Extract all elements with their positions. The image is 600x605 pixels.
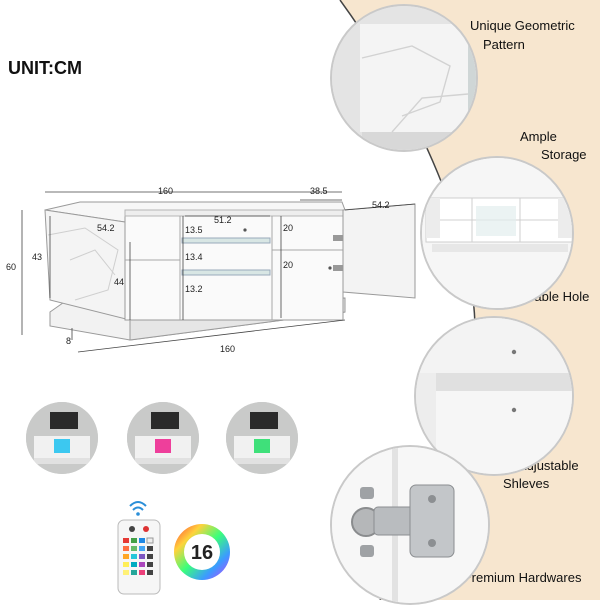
dim-door-height: 44 [114, 277, 125, 287]
led-color-count: 16 [191, 542, 213, 564]
dim-right-shelf-1: 20 [283, 223, 294, 233]
dim-cabinet-height: 43 [32, 252, 43, 262]
feature-hardware: Premium Hardwares [463, 570, 582, 585]
dim-top-depth: 38.5 [310, 186, 328, 196]
tv-stand-diagram [21, 191, 416, 353]
led-thumbnail-pink [127, 402, 199, 474]
dim-center-width: 51.2 [214, 215, 232, 225]
feature-storage-line1: Ample [520, 129, 557, 144]
dim-shelf-2: 13.4 [185, 252, 203, 262]
unit-label: UNIT:CM [8, 58, 82, 78]
geometric-pattern-closeup [330, 4, 478, 152]
dim-left-door-width: 54.2 [97, 223, 115, 233]
dim-total-height: 60 [6, 262, 17, 272]
feature-shelves-line2: Shleves [503, 476, 550, 491]
led-thumbnail-blue [26, 402, 98, 474]
feature-geometric-line2: Pattern [483, 37, 525, 52]
dim-bottom-width: 160 [220, 344, 236, 354]
dim-top-width: 160 [158, 186, 174, 196]
remote-control-icon [117, 501, 161, 595]
dim-shelf-3: 13.2 [185, 284, 203, 294]
hinge-hardware-closeup [330, 445, 490, 605]
dim-door-width: 54.2 [372, 200, 390, 210]
led-thumbnail-green [226, 402, 298, 474]
dim-shelf-1: 13.5 [185, 225, 203, 235]
dim-base-height: 8 [66, 336, 72, 346]
feature-geometric-line1: Unique Geometric [470, 18, 575, 33]
ample-storage-closeup [420, 156, 574, 310]
adjustable-shelves-closeup [414, 316, 574, 476]
color-wheel-icon: 16 [174, 524, 230, 580]
feature-storage-line2: Storage [541, 147, 587, 162]
dim-right-shelf-2: 20 [283, 260, 294, 270]
